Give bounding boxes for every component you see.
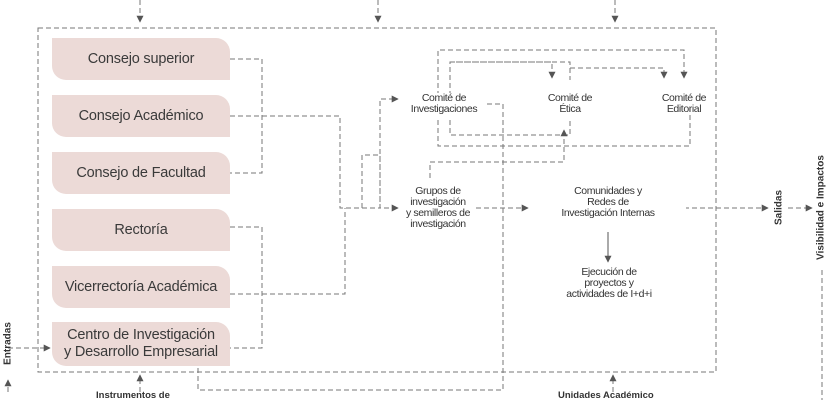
connector-to-grupos [361,154,399,212]
consejo-superior-label: Consejo superior [87,50,195,67]
connector-centro-bottom [197,103,504,391]
comunidades-line2: Redes de [587,196,629,208]
system-boundary [37,27,717,373]
grupos-line4: investigación [410,218,466,230]
rectoria-box: Rectoría [52,209,230,251]
grupos-line2: investigación [410,196,466,208]
centro-label-line2: y Desarrollo Empresarial [64,344,218,360]
comite-etica-node: Comité de Ética [538,93,602,115]
connector-rectoria-centro [230,226,263,349]
comite-editorial-node: Comité de Editorial [652,93,716,115]
grupos-line3: y semilleros de [405,207,471,219]
comunidades-line1: Comunidades y [574,185,642,197]
comite-investigaciones-line2: Investigaciones [410,103,478,115]
comites-top-loop-inner [449,61,571,104]
visibilidad-label: Visibilidad e Impactos [815,155,827,260]
comite-investigaciones-node: Comité de Investigaciones [402,93,486,115]
grupos-to-comites [429,129,568,178]
comunidades-node: Comunidades y Redes de Investigación Int… [530,186,686,219]
instrumentos-label: Instrumentos de [96,390,170,401]
grupos-node: Grupos de investigación y semilleros de … [400,186,476,230]
vicerrectoria-box: Vicerrectoría Académica [52,266,230,308]
vicerrectoria-label: Vicerrectoría Académica [64,278,218,295]
grupos-line1: Grupos de [415,185,461,197]
comites-bottom-loop [437,108,691,147]
consejo-academico-box: Consejo Académico [52,95,230,137]
comite-etica-line2: Ética [559,103,581,115]
comite-etica-line1: Comité de [547,92,593,104]
comite-editorial-line2: Editorial [666,103,702,115]
comunidades-line3: Investigación Internas [561,207,655,219]
unidades-label: Unidades Académico [558,390,654,401]
salidas-label: Salidas [773,189,785,226]
ejecucion-line3: actividades de I+d+i [566,288,652,300]
connector-to-comite-investigaciones [362,95,399,209]
entradas-label: Entradas [2,322,14,365]
ejecucion-line1: Ejecución de [581,266,637,278]
centro-investigacion-box: Centro de Investigación y Desarrollo Emp… [52,322,230,366]
comite-investigaciones-line1: Comité de [421,92,467,104]
rectoria-label: Rectoría [114,221,168,238]
comites-top-loop-outer [437,49,688,104]
connector-vicerrectoria-grupos [230,208,346,295]
consejo-academico-label: Consejo Académico [78,107,204,124]
ejecucion-line2: proyectos y [584,277,634,289]
consejo-facultad-box: Consejo de Facultad [52,152,230,194]
consejo-facultad-label: Consejo de Facultad [76,164,206,181]
comites-loop-editorial [570,67,668,79]
comites-loop-etica [450,61,556,79]
centro-label-line1: Centro de Investigación [67,327,215,343]
comite-editorial-line1: Comité de [661,92,707,104]
connector-academico-grupos [230,115,362,209]
ejecucion-node: Ejecución de proyectos y actividades de … [548,267,670,300]
consejo-superior-box: Consejo superior [52,38,230,80]
comites-bottom-inner [449,118,571,136]
